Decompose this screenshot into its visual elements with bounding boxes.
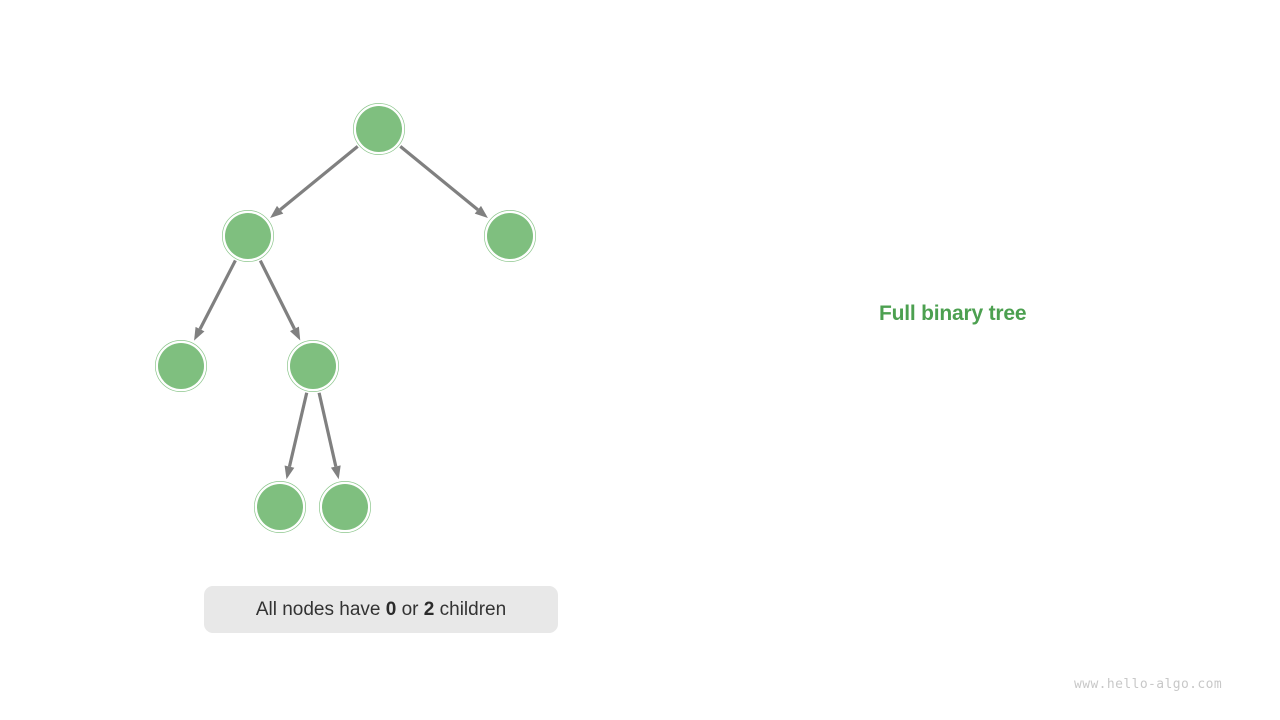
tree-edge <box>194 259 237 341</box>
edge-layer <box>194 145 488 480</box>
caption-text: All nodes have 0 or 2 children <box>256 600 506 619</box>
page-title: Full binary tree <box>879 302 1027 325</box>
edge-shaft <box>279 145 359 211</box>
edge-shaft <box>198 259 237 330</box>
node-body <box>257 484 303 530</box>
tree-node <box>318 480 371 533</box>
watermark: www.hello-algo.com <box>1074 677 1223 692</box>
node-ring-gap <box>484 210 536 262</box>
edge-arrowhead <box>330 465 341 480</box>
node-body <box>322 484 368 530</box>
tree-node <box>222 210 275 263</box>
tree-node <box>483 210 536 263</box>
edge-arrowhead <box>474 205 488 218</box>
node-body <box>225 213 271 259</box>
node-ring-gap <box>319 481 371 533</box>
node-body <box>158 343 204 389</box>
node-layer <box>155 103 536 533</box>
caption-emphasis: 0 <box>385 599 397 620</box>
edge-arrowhead <box>289 326 301 341</box>
tree-node <box>286 339 339 392</box>
caption-fragment: or <box>396 599 424 620</box>
tree-edge <box>317 392 341 480</box>
tree-node <box>155 339 208 392</box>
node-ring-gap <box>287 340 339 392</box>
tree-node <box>254 480 307 533</box>
edge-arrowhead <box>284 465 295 480</box>
caption-fragment: All nodes have <box>255 599 386 620</box>
node-ring-gap <box>155 340 207 392</box>
edge-shaft <box>399 145 479 211</box>
caption-box: All nodes have 0 or 2 children <box>204 586 558 633</box>
node-ring-gap <box>353 103 405 155</box>
tree-node <box>352 103 405 156</box>
edge-shaft <box>287 392 309 467</box>
edge-shaft <box>317 392 338 467</box>
caption-emphasis: 2 <box>423 599 435 620</box>
tree-edge <box>284 392 309 480</box>
tree-edge <box>399 145 488 218</box>
node-body <box>290 343 336 389</box>
edge-shaft <box>258 259 296 330</box>
edge-arrowhead <box>194 326 205 341</box>
node-ring-gap <box>222 210 274 262</box>
node-ring-gap <box>254 481 306 533</box>
tree-edge <box>258 259 301 341</box>
edge-arrowhead <box>270 205 284 218</box>
node-body <box>487 213 533 259</box>
node-body <box>356 106 402 152</box>
tree-edge <box>270 145 359 218</box>
caption-fragment: children <box>434 599 507 620</box>
